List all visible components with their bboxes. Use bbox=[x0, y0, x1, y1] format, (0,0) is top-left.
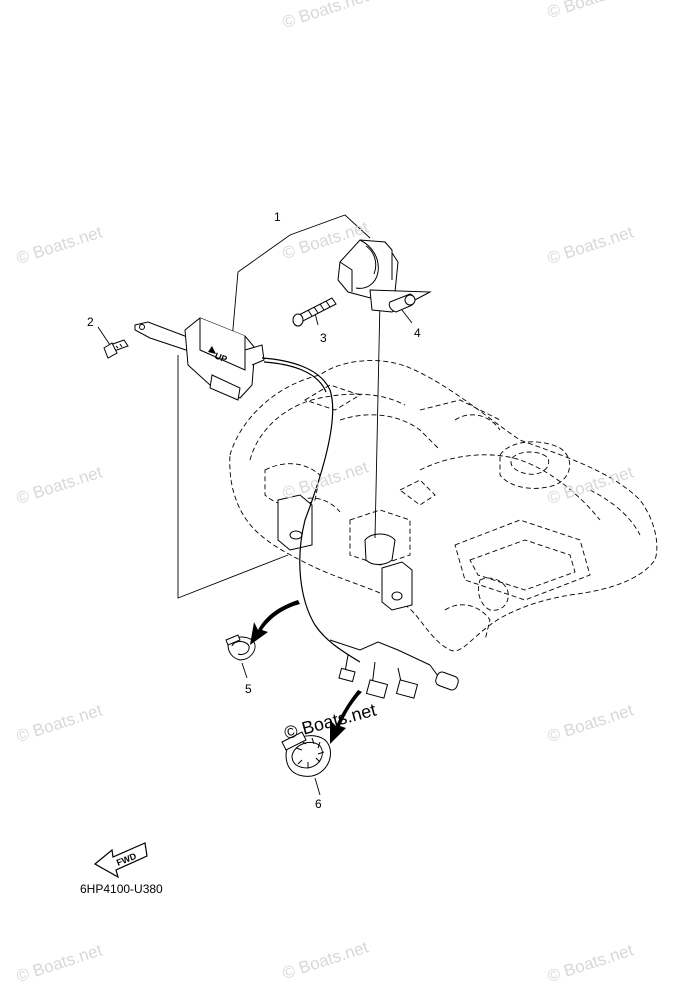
callout-3: 3 bbox=[320, 331, 327, 345]
up-marking: UP bbox=[213, 351, 228, 365]
leader-lines bbox=[97, 214, 413, 796]
callout-2: 2 bbox=[87, 315, 94, 329]
sensor-lead-wire bbox=[261, 357, 361, 663]
clamp-part-5 bbox=[225, 634, 256, 661]
trim-sensor-bracket bbox=[134, 317, 265, 401]
diagram-code: 6HP4100-U380 bbox=[80, 882, 163, 896]
install-arrow-5-icon bbox=[250, 600, 300, 645]
up-arrow-icon bbox=[208, 346, 216, 354]
bolt-part-2 bbox=[103, 339, 129, 359]
callout-5: 5 bbox=[245, 682, 252, 696]
collar-part-4 bbox=[369, 289, 432, 313]
install-arrows bbox=[250, 600, 362, 744]
engine-mount-blocks bbox=[277, 494, 413, 611]
callout-4: 4 bbox=[414, 326, 421, 340]
harness-connectors bbox=[329, 639, 459, 699]
callout-1: 1 bbox=[274, 210, 281, 224]
screw-part-3 bbox=[292, 297, 337, 327]
engine-outline bbox=[229, 360, 658, 652]
trim-sensor bbox=[337, 239, 399, 301]
fwd-arrow-icon bbox=[93, 842, 148, 879]
install-arrow-6-icon bbox=[330, 690, 362, 744]
clamp-part-6 bbox=[281, 731, 331, 777]
callout-6: 6 bbox=[315, 797, 322, 811]
